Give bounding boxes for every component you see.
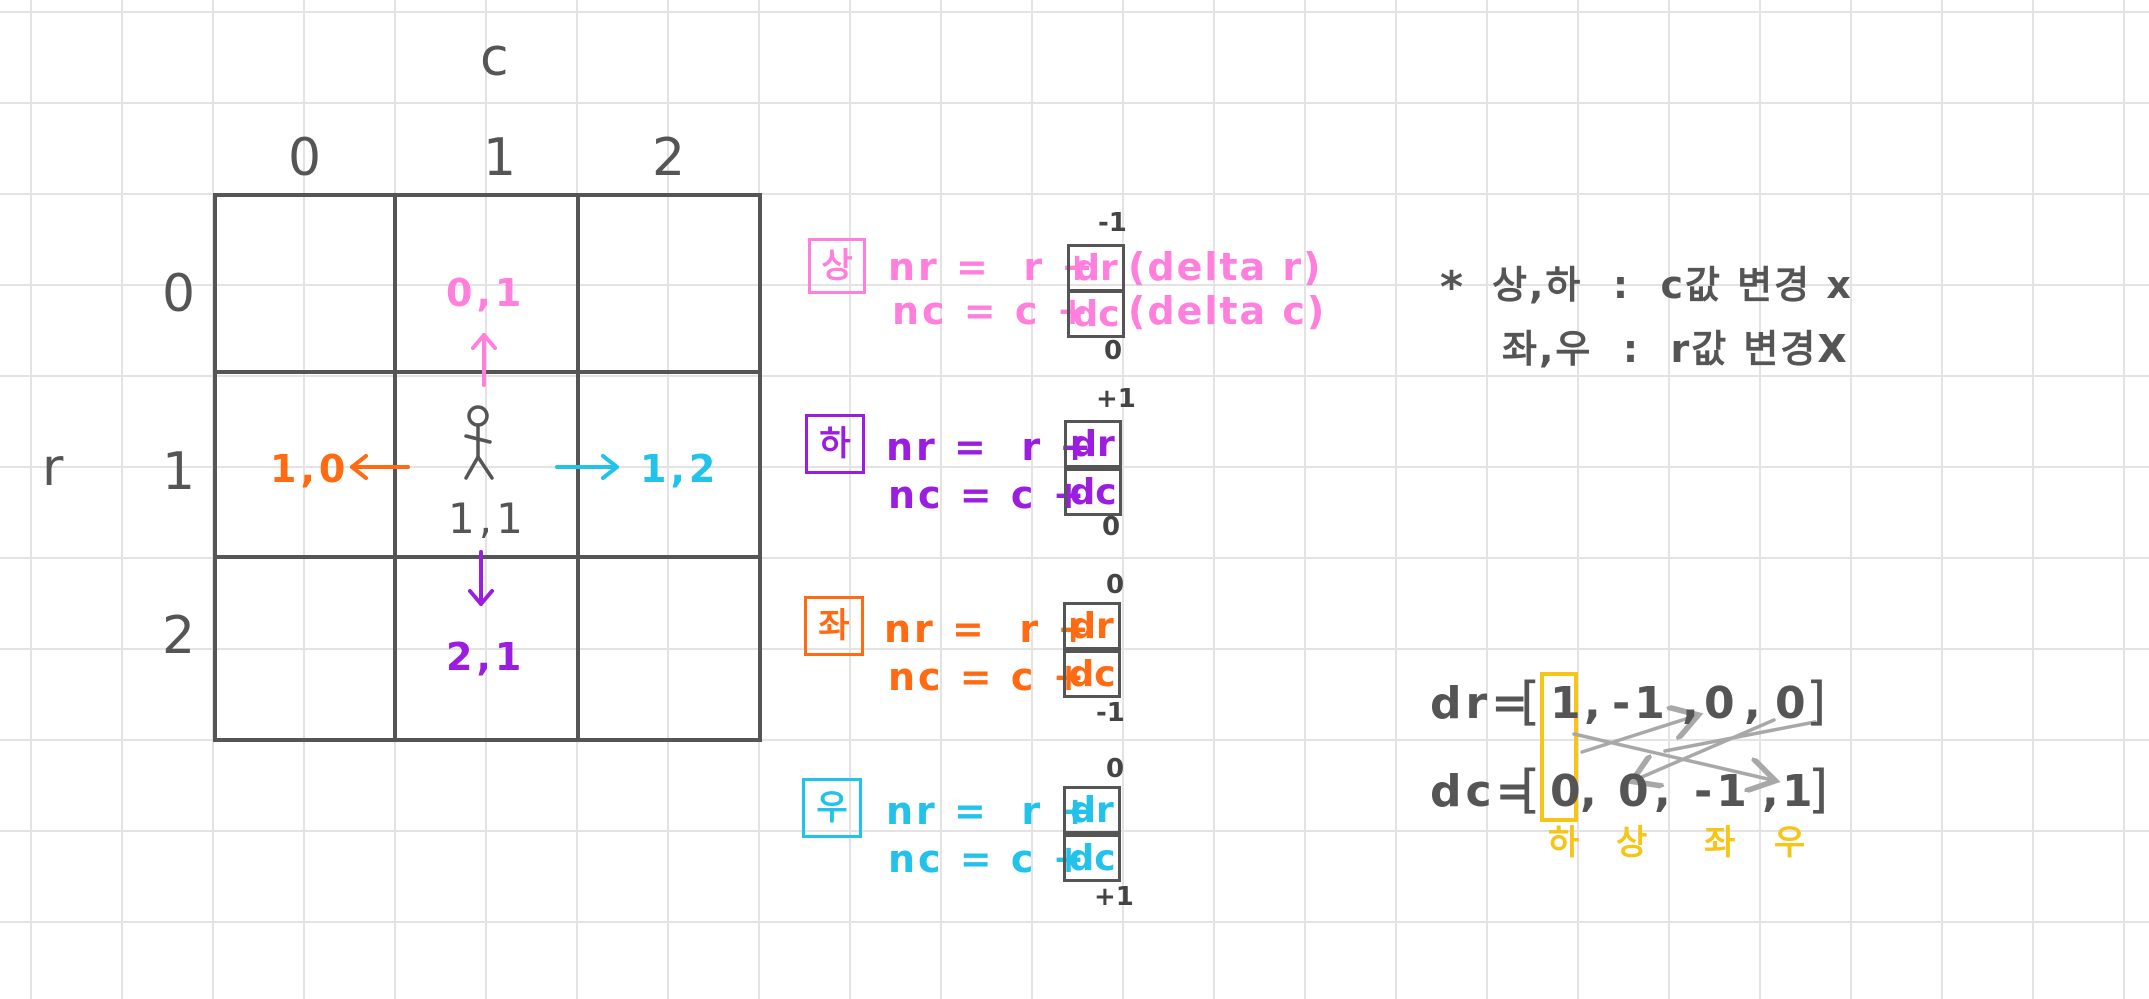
dr-value-down: +1: [1096, 384, 1136, 414]
swap-arrows-icon: [1572, 716, 1817, 780]
nr-equation-right: nr = r +: [886, 789, 1095, 833]
nc-equation-down: nc = c +: [888, 473, 1088, 517]
nr-equation-down: nr = r +: [886, 425, 1095, 469]
dr-value-2: 0: [1704, 678, 1739, 729]
column-index-0: 0: [288, 128, 322, 188]
dr-open-bracket: [: [1520, 672, 1545, 732]
dr-close-bracket: ]: [1806, 672, 1831, 732]
direction-label-2: 좌: [1704, 823, 1736, 863]
dc-comma-1: ,: [1654, 766, 1675, 817]
dr-box-up: dr: [1067, 244, 1125, 292]
direction-tag-up: 상: [808, 238, 866, 294]
dr-value-right: 0: [1106, 754, 1125, 784]
dc-open-bracket: [: [1520, 760, 1545, 820]
dr-box-down: dr: [1064, 420, 1122, 468]
dc-comma-2: ,: [1762, 766, 1783, 817]
direction-label-3: 우: [1774, 823, 1806, 863]
dr-value-0: 1: [1550, 678, 1585, 729]
grid-border: [213, 193, 762, 742]
dr-array-label: dr=: [1430, 678, 1533, 729]
nr-equation-up: nr = r +: [888, 245, 1097, 289]
nc-equation-right: nc = c +: [888, 837, 1088, 881]
cell-label-left: 1,0: [270, 447, 350, 491]
dr-comma-1: ,: [1682, 678, 1703, 729]
dc-value-up: 0: [1104, 336, 1123, 366]
dc-value-2: -1: [1694, 766, 1751, 817]
note-line-1: 상,하 : c값 변경 x: [1492, 263, 1853, 307]
direction-tag-down: 하: [805, 414, 865, 474]
dr-value-up: -1: [1098, 208, 1127, 238]
nr-equation-left: nr = r +: [884, 607, 1093, 651]
stick-figure-icon: [464, 405, 494, 480]
dc-box-down: dc: [1064, 468, 1122, 516]
note-bullet: *: [1440, 262, 1466, 313]
dc-box-left: dc: [1063, 650, 1121, 698]
dr-box-right: dr: [1063, 786, 1121, 834]
dr-value-1: -1: [1612, 678, 1669, 729]
left-arrow-icon: [350, 454, 410, 480]
column-index-2: 2: [652, 128, 686, 188]
nc-equation-left: nc = c +: [888, 655, 1088, 699]
dc-comma-0: ,: [1580, 766, 1601, 817]
cell-label-up: 0,1: [446, 271, 526, 315]
row-index-1: 1: [162, 442, 196, 502]
column-axis-label: c: [480, 28, 509, 88]
direction-label-0: 하: [1548, 823, 1580, 863]
dr-comma-0: ,: [1584, 678, 1605, 729]
dc-value-1: 0: [1618, 766, 1653, 817]
note-line-2: 좌,우 : r값 변경X: [1502, 327, 1849, 371]
dr-value-3: 0: [1775, 678, 1810, 729]
dc-box-up: dc: [1067, 290, 1125, 338]
dr-value-left: 0: [1106, 570, 1125, 600]
dc-array-label: dc=: [1430, 766, 1537, 817]
direction-label-1: 상: [1616, 823, 1648, 863]
nc-equation-up: nc = c +: [892, 289, 1092, 333]
dc-value-3: 1: [1782, 766, 1817, 817]
row-index-0: 0: [162, 264, 196, 324]
dc-value-0: 0: [1550, 766, 1585, 817]
right-arrow-icon: [555, 454, 619, 480]
dc-box-right: dc: [1063, 834, 1121, 882]
first-column-highlight: [1540, 672, 1578, 822]
cell-label-down: 2,1: [446, 635, 526, 679]
dr-note-up: (delta r): [1128, 245, 1323, 289]
dc-value-down: 0: [1102, 512, 1121, 542]
dc-value-right: +1: [1094, 882, 1134, 912]
row-axis-label: r: [42, 438, 64, 498]
dc-note-up: (delta c): [1128, 289, 1327, 333]
column-index-1: 1: [483, 128, 517, 188]
dc-value-left: -1: [1096, 698, 1125, 728]
dc-close-bracket: ]: [1808, 760, 1833, 820]
dr-box-left: dr: [1063, 602, 1121, 650]
cell-label-right: 1,2: [640, 447, 720, 491]
dr-comma-2: ,: [1744, 678, 1765, 729]
direction-tag-right: 우: [802, 778, 862, 838]
up-arrow-icon: [471, 333, 497, 387]
row-index-2: 2: [162, 606, 196, 666]
cell-label-center: 1,1: [448, 494, 527, 543]
direction-tag-left: 좌: [804, 596, 864, 656]
down-arrow-icon: [468, 550, 494, 606]
